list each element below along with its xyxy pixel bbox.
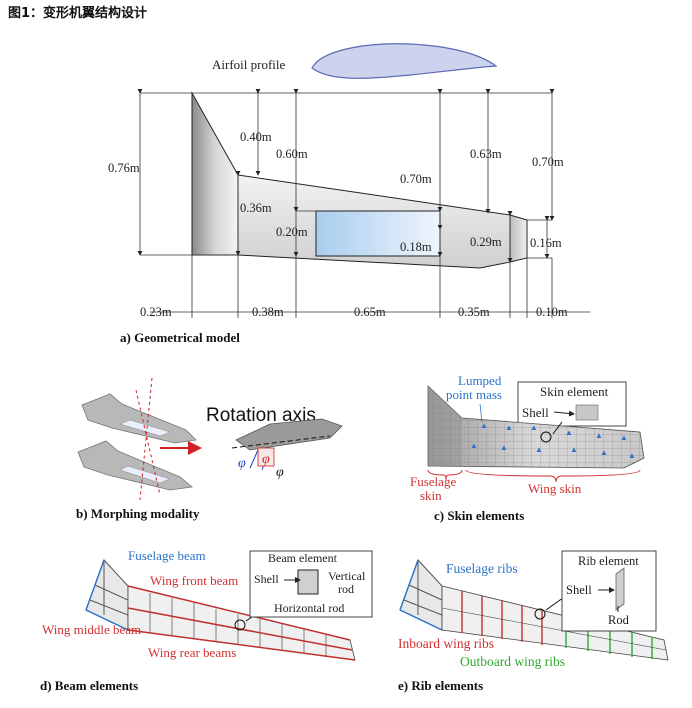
wing-tip [509, 214, 528, 263]
lumped-label-1: Lumped [458, 373, 502, 388]
fuselage-beam-label: Fuselage beam [128, 548, 206, 563]
skin-shell-label: Shell [522, 405, 549, 420]
caption-b: b) Morphing modality [76, 506, 200, 521]
outboard-ribs-label: Outboard wing ribs [460, 654, 565, 669]
beam-inset-title: Beam element [268, 551, 338, 565]
wing-skin-label: Wing skin [528, 481, 582, 496]
panel-d: Fuselage beam Wing front beam Wing middl… [40, 548, 373, 693]
horizontal-rod-label: Horizontal rod [274, 601, 344, 615]
lumped-label-2: point mass [446, 387, 502, 402]
dim-chord-2: 0.70m [400, 172, 432, 186]
svg-text:▲: ▲ [535, 445, 543, 454]
span-2: 0.38m [252, 305, 284, 319]
svg-text:▲: ▲ [595, 431, 603, 440]
dim-chord-1: 0.60m [276, 147, 308, 161]
morphing-window [315, 210, 441, 257]
svg-text:▲: ▲ [500, 443, 508, 452]
svg-text:▲: ▲ [620, 433, 628, 442]
beam-shell-label: Shell [254, 572, 279, 586]
rib-rod-label: Rod [608, 613, 630, 627]
airfoil-profile [311, 43, 498, 79]
caption-d: d) Beam elements [40, 678, 138, 693]
span-1: 0.23m [140, 305, 172, 319]
wing-root-section [191, 91, 239, 256]
svg-text:▲: ▲ [565, 428, 573, 437]
panel-b: Rotation axis φ φ φ b) Morphing modality [76, 377, 343, 521]
wing-middle-beam-label: Wing middle beam [42, 622, 141, 637]
fuselage-skin-label-1: Fuselage [410, 474, 456, 489]
phi-symbol-2: φ [262, 452, 270, 467]
svg-text:▲: ▲ [628, 451, 636, 460]
dim-inner-height: 0.36m [240, 201, 272, 215]
phi-symbol-3: φ [276, 465, 284, 480]
svg-text:▲: ▲ [530, 423, 538, 432]
dim-chord-3: 0.63m [470, 147, 502, 161]
caption-a: a) Geometrical model [120, 330, 240, 345]
svg-text:▲: ▲ [470, 441, 478, 450]
span-3: 0.65m [354, 305, 386, 319]
panel-a: Airfoil profile [108, 43, 590, 345]
dim-root-height: 0.76m [108, 161, 140, 175]
svg-text:▲: ▲ [505, 423, 513, 432]
span-5: 0.10m [536, 305, 568, 319]
rib-shell-label: Shell [566, 583, 592, 597]
dim-window-offset: 0.20m [276, 225, 308, 239]
dim-tip-chord: 0.70m [532, 155, 564, 169]
svg-text:▲: ▲ [480, 421, 488, 430]
dim-window-height: 0.18m [400, 240, 432, 254]
fuselage-skin-label-2: skin [420, 488, 442, 503]
span-4: 0.35m [458, 305, 490, 319]
figure-title: 图1：变形机翼结构设计 [8, 6, 148, 21]
inboard-ribs-label: Inboard wing ribs [398, 636, 494, 651]
panel-c: Lumped point mass Skin element Shell ▲▲▲… [410, 373, 645, 523]
wing-rear-beams-label: Wing rear beams [148, 645, 236, 660]
airfoil-label: Airfoil profile [212, 57, 286, 72]
dim-le-sweep: 0.40m [240, 130, 272, 144]
dim-tip-section: 0.29m [470, 235, 502, 249]
vertical-rod-label-2: rod [338, 582, 354, 596]
rib-inset-title: Rib element [578, 554, 639, 568]
svg-text:▲: ▲ [600, 448, 608, 457]
dim-tip-height: 0.16m [530, 236, 562, 250]
caption-c: c) Skin elements [434, 508, 524, 523]
skin-inset-box [517, 381, 627, 427]
svg-text:▲: ▲ [570, 445, 578, 454]
panel-e: Fuselage ribs Inboard wing ribs Outboard… [398, 550, 669, 693]
phi-symbol-1: φ [238, 456, 246, 471]
skin-inset-title: Skin element [540, 384, 609, 399]
rotation-axis-label: Rotation axis [206, 405, 316, 426]
caption-e: e) Rib elements [398, 678, 483, 693]
wing-front-beam-label: Wing front beam [150, 573, 238, 588]
fuselage-ribs-label: Fuselage ribs [446, 561, 518, 576]
vertical-rod-label-1: Vertical [328, 569, 366, 583]
